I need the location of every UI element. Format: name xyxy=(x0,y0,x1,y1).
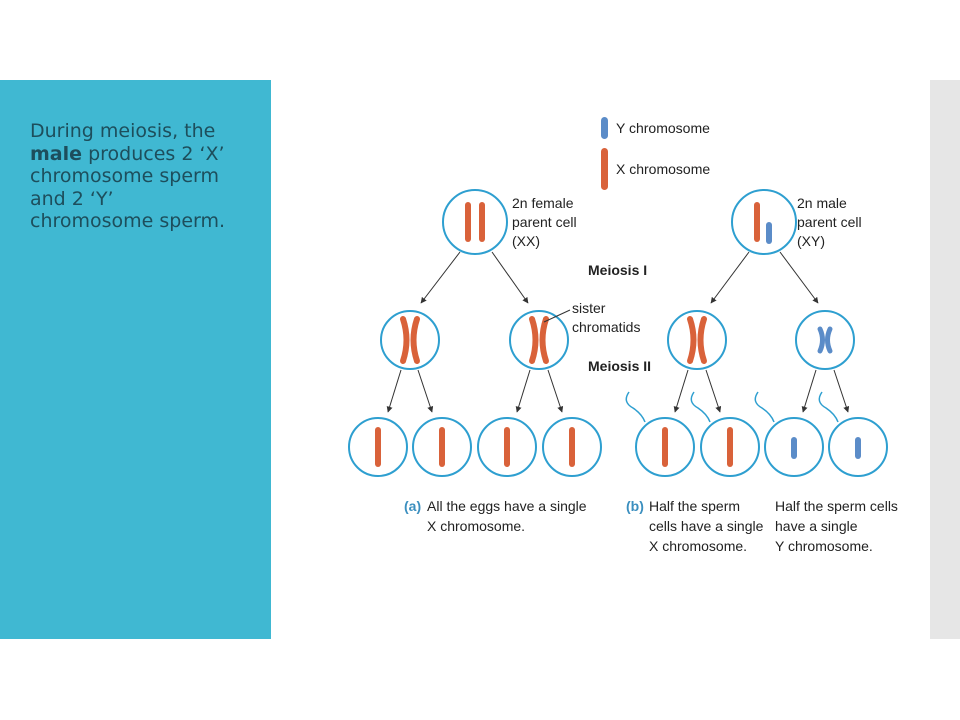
female-parent-label: 2n female parent cell (XX) xyxy=(512,195,580,249)
meiosis1-cell-male-y xyxy=(795,310,855,370)
meiosis-2-label: Meiosis II xyxy=(588,358,651,374)
sperm-cell-x-1 xyxy=(625,391,695,477)
caption-a: All the eggs have a single X chromosome. xyxy=(427,498,590,534)
arrow-m2-4a xyxy=(801,369,817,413)
arrow-m2-3b xyxy=(705,369,722,413)
caption-a-tag: (a) xyxy=(404,498,421,514)
caption-b-line-2: cells have a single xyxy=(649,518,764,534)
sister-chromatids-label: sister chromatids xyxy=(572,300,640,335)
female-label-line-2: parent cell xyxy=(512,214,577,230)
caption-b-tag: (b) xyxy=(626,498,644,514)
legend-y-chromosome-swatch xyxy=(601,117,608,139)
male-parent-cell xyxy=(731,189,797,255)
caption-c-line-1: Half the sperm cells xyxy=(775,498,898,514)
arrow-female-to-right xyxy=(491,251,529,304)
meiosis1-cell-female-right xyxy=(509,310,569,370)
sperm-tail-1 xyxy=(625,391,646,423)
male-label-line-2: parent cell xyxy=(797,214,862,230)
male-label-line-1: 2n male xyxy=(797,195,847,211)
arrow-male-to-right xyxy=(779,251,819,304)
meiosis-1-label: Meiosis I xyxy=(588,262,647,278)
slide-text-part-2: produces 2 ‘X’ chromosome sperm and 2 ‘Y… xyxy=(30,142,226,233)
legend-x-chromosome-swatch xyxy=(601,148,608,190)
caption-b-line-1: Half the sperm xyxy=(649,498,740,514)
male-parent-label: 2n male parent cell (XY) xyxy=(797,195,865,249)
arrow-m2-2b xyxy=(547,369,564,413)
sperm-tail-4 xyxy=(818,391,839,423)
caption-b-line-3: X chromosome. xyxy=(649,538,747,554)
slide-text: During meiosis, the male produces 2 ‘X’ … xyxy=(30,120,230,233)
egg-cell-1 xyxy=(348,417,408,477)
female-parent-cell xyxy=(442,189,508,255)
caption-b: Half the sperm cells have a single X chr… xyxy=(649,498,767,554)
right-scroll-strip xyxy=(930,80,960,639)
slide-text-emphasis: male xyxy=(30,142,83,165)
arrows xyxy=(386,251,850,413)
caption-c: Half the sperm cells have a single Y chr… xyxy=(775,498,902,554)
meiosis1-cell-female-left xyxy=(380,310,440,370)
caption-c-line-3: Y chromosome. xyxy=(775,538,873,554)
legend: Y chromosome X chromosome xyxy=(601,117,710,190)
slide-text-part-1: During meiosis, the xyxy=(30,120,216,142)
arrow-m2-2a xyxy=(515,369,531,413)
arrow-m2-3a xyxy=(673,369,689,413)
sister-chromatids-pointer xyxy=(543,309,571,323)
side-panel: During meiosis, the male produces 2 ‘X’ … xyxy=(0,80,271,639)
arrow-m2-1b xyxy=(417,369,434,413)
sperm-tail-2 xyxy=(690,391,711,423)
arrow-male-to-left xyxy=(710,251,750,304)
caption-a-line-2: X chromosome. xyxy=(427,518,525,534)
sister-chromatids-line-2: chromatids xyxy=(572,319,640,335)
female-label-line-3: (XX) xyxy=(512,233,540,249)
arrow-m2-4b xyxy=(833,369,850,413)
sperm-cell-x-2 xyxy=(690,391,760,477)
arrow-female-to-left xyxy=(420,251,461,304)
arrow-m2-1a xyxy=(386,369,402,413)
egg-cell-4 xyxy=(542,417,602,477)
caption-c-line-2: have a single xyxy=(775,518,858,534)
female-label-line-1: 2n female xyxy=(512,195,574,211)
meiosis1-cell-male-x xyxy=(667,310,727,370)
male-label-line-3: (XY) xyxy=(797,233,825,249)
caption-a-line-1: All the eggs have a single xyxy=(427,498,587,514)
egg-cell-2 xyxy=(412,417,472,477)
sperm-cell-y-1 xyxy=(754,391,824,477)
sperm-tail-3 xyxy=(754,391,775,423)
sperm-cell-y-2 xyxy=(818,391,888,477)
legend-x-label: X chromosome xyxy=(616,161,710,177)
egg-cell-3 xyxy=(477,417,537,477)
sister-chromatids-line-1: sister xyxy=(572,300,606,316)
legend-y-label: Y chromosome xyxy=(616,120,710,136)
